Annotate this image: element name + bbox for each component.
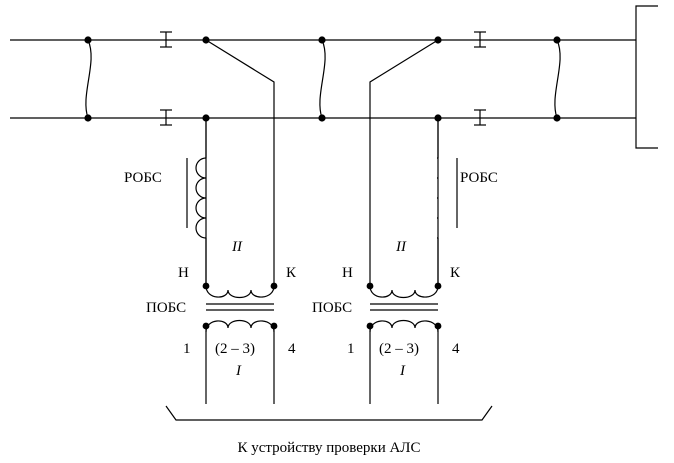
end-bracket	[635, 5, 658, 149]
range-label-right: (2 – 3)	[379, 341, 419, 357]
transformer-left	[205, 285, 275, 404]
insulating-joint-bottom-left	[160, 109, 172, 126]
caption: К устройству проверки АЛС	[238, 440, 421, 456]
connection-dots	[84, 36, 561, 330]
cross-connector-right	[554, 39, 561, 119]
cross-connector-middle	[319, 39, 326, 119]
insulating-joint-top-left	[160, 31, 172, 48]
terminal-k-left: К	[286, 265, 297, 281]
terminal-n-left: Н	[178, 265, 189, 281]
insulating-joint-top-right	[474, 31, 486, 48]
robs-label-right: РОБС	[460, 170, 498, 186]
left-lead-k	[205, 39, 275, 286]
winding-ii-label-right: II	[395, 239, 407, 255]
terminal-4-right: 4	[452, 341, 460, 357]
pobs-label-right: ПОБС	[312, 300, 352, 316]
terminal-4-left: 4	[288, 341, 296, 357]
cross-connector-left	[85, 39, 92, 119]
reactor-coil-right	[427, 157, 458, 240]
robs-label-left: РОБС	[124, 170, 162, 186]
pobs-label-left: ПОБС	[146, 300, 186, 316]
transformer-right	[369, 285, 439, 404]
output-brace	[165, 405, 493, 421]
winding-i-label-right: I	[399, 363, 406, 379]
winding-ii-label-left: II	[231, 239, 243, 255]
right-lead-n	[369, 39, 439, 286]
terminal-n-right: Н	[342, 265, 353, 281]
range-label-left: (2 – 3)	[215, 341, 255, 357]
terminal-1-left: 1	[183, 341, 191, 357]
winding-i-label-left: I	[235, 363, 242, 379]
terminal-k-right: К	[450, 265, 461, 281]
terminal-1-right: 1	[347, 341, 355, 357]
reactor-coil-left	[186, 157, 217, 240]
insulating-joint-bottom-right	[474, 109, 486, 126]
